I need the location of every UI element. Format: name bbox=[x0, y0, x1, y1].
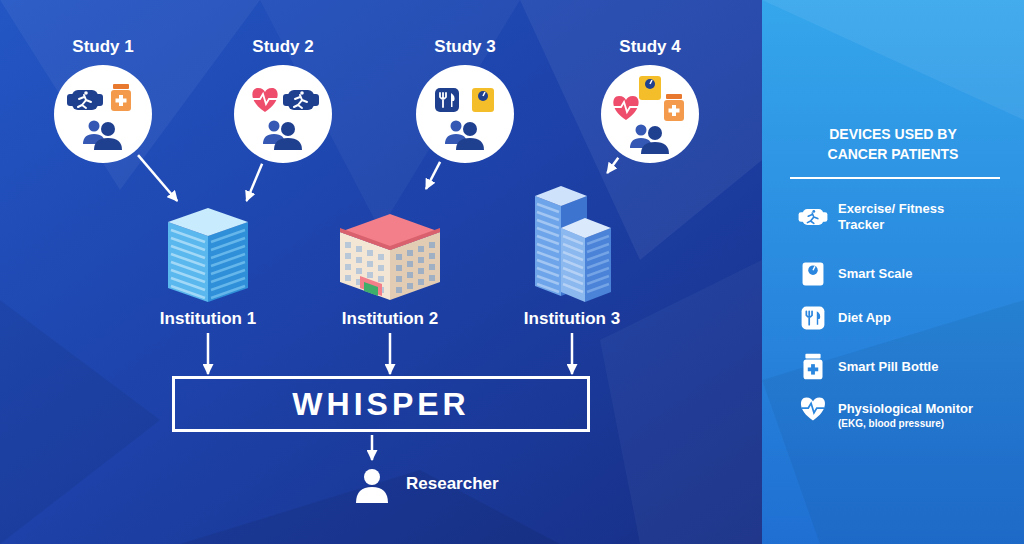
institution-label: Institution 3 bbox=[524, 308, 620, 330]
building-illustration bbox=[340, 214, 440, 300]
facet bbox=[180, 470, 560, 544]
building-illustration bbox=[168, 208, 248, 302]
heart-icon bbox=[801, 398, 825, 421]
flow-arrow bbox=[571, 333, 574, 374]
flow-arrow bbox=[389, 333, 392, 374]
person-icon bbox=[356, 469, 388, 503]
legend-item: Smart Scale bbox=[796, 259, 1008, 289]
flow-arrow bbox=[247, 164, 263, 201]
researcher-node: Researcher bbox=[352, 462, 499, 506]
people-icon bbox=[83, 121, 122, 151]
study-node: Study 2 bbox=[231, 36, 335, 164]
study-node: Study 4 bbox=[598, 36, 702, 164]
diet-icon bbox=[435, 88, 459, 112]
legend-text: Physiological Monitor bbox=[838, 401, 1008, 417]
facet bbox=[0, 0, 260, 190]
legend-icon bbox=[796, 303, 830, 333]
heart-icon bbox=[613, 96, 638, 120]
legend-icon bbox=[796, 394, 830, 424]
diet-icon bbox=[802, 307, 825, 330]
study-label: Study 1 bbox=[72, 36, 133, 58]
legend-item: Exercise/ Fitness Tracker bbox=[796, 201, 948, 234]
researcher-label: Researcher bbox=[406, 474, 499, 494]
legend-icon bbox=[796, 352, 830, 382]
people-icon bbox=[630, 125, 669, 155]
legend-item: Diet App bbox=[796, 303, 1008, 333]
study-node: Study 1 bbox=[51, 36, 155, 164]
flow-arrow bbox=[607, 158, 618, 173]
building bbox=[330, 192, 450, 304]
institution-label: Institution 1 bbox=[160, 308, 256, 330]
facet bbox=[762, 0, 1024, 120]
legend-item: Smart Pill Bottle bbox=[796, 352, 1008, 382]
institution-node: Institution 3 bbox=[517, 176, 627, 330]
pill-icon bbox=[664, 94, 684, 121]
scale-icon bbox=[472, 88, 494, 112]
legend-text: Smart Pill Bottle bbox=[838, 359, 1008, 375]
flow-arrow bbox=[371, 435, 374, 460]
legend-note: (EKG, blood pressure) bbox=[838, 418, 1008, 430]
scale-icon bbox=[639, 76, 661, 100]
tracker-icon bbox=[67, 90, 103, 110]
facet bbox=[600, 260, 762, 544]
study-circle bbox=[600, 64, 700, 164]
institution-node: Institution 1 bbox=[153, 204, 263, 330]
building-illustration bbox=[535, 186, 611, 302]
building bbox=[517, 176, 627, 304]
legend-text: Smart Scale bbox=[838, 266, 1008, 282]
tracker-icon bbox=[799, 209, 828, 225]
legend-panel bbox=[762, 0, 1024, 544]
study-label: Study 2 bbox=[252, 36, 313, 58]
person-icon bbox=[352, 462, 392, 506]
platform-box: WHISPER bbox=[172, 376, 590, 432]
left-ground bbox=[0, 0, 762, 544]
heart-icon bbox=[252, 88, 277, 112]
legend-text: Diet App bbox=[838, 310, 1008, 326]
facet bbox=[762, 300, 1024, 544]
legend-rule bbox=[790, 177, 1000, 179]
building bbox=[153, 204, 263, 304]
institution-node: Institution 2 bbox=[330, 192, 450, 330]
pill-icon bbox=[111, 84, 131, 111]
facet bbox=[0, 300, 160, 544]
study-circle bbox=[233, 64, 333, 164]
platform-name: WHISPER bbox=[292, 386, 469, 423]
people-icon bbox=[445, 121, 484, 151]
legend-heading: DEVICES USED BY CANCER PATIENTS bbox=[798, 124, 988, 165]
scale-icon bbox=[803, 263, 824, 286]
people-icon bbox=[263, 121, 302, 151]
study-circle bbox=[53, 64, 153, 164]
study-label: Study 4 bbox=[619, 36, 680, 58]
flow-arrow bbox=[138, 155, 177, 201]
study-circle bbox=[415, 64, 515, 164]
pill-icon bbox=[804, 354, 823, 380]
legend-icon bbox=[796, 259, 830, 289]
institution-label: Institution 2 bbox=[342, 308, 438, 330]
flow-arrow bbox=[426, 162, 440, 189]
legend-text: Exercise/ Fitness Tracker bbox=[838, 201, 948, 234]
study-node: Study 3 bbox=[413, 36, 517, 164]
study-label: Study 3 bbox=[434, 36, 495, 58]
tracker-icon bbox=[283, 90, 319, 110]
legend-icon bbox=[796, 202, 830, 232]
flow-arrow bbox=[207, 333, 210, 374]
